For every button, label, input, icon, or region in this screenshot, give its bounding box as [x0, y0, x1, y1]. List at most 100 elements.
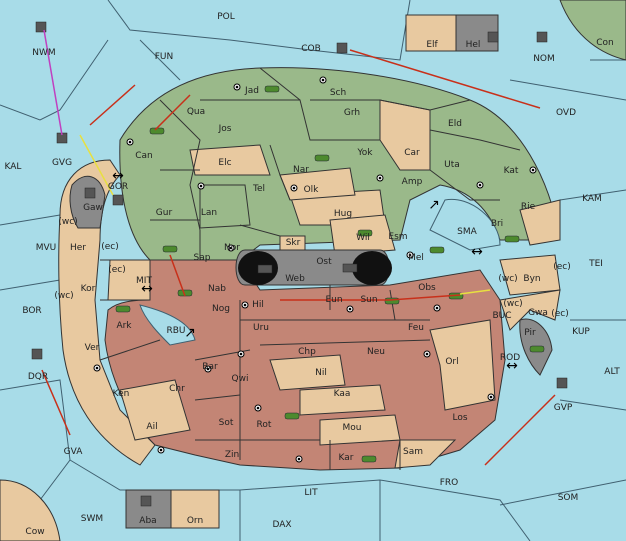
label-con: Con [596, 38, 614, 48]
label-aba: Aba [139, 516, 156, 526]
label-buc: BUC [492, 311, 511, 321]
label-skr: Skr [286, 238, 301, 248]
label-pol: POL [217, 12, 235, 22]
label-fun: FUN [155, 52, 174, 62]
fleet-icons [31, 21, 568, 507]
label-hug: Hug [334, 209, 352, 219]
label-zin: Zin [225, 450, 239, 460]
label-gur: Gur [156, 208, 173, 218]
label-gvp: GVP [554, 403, 573, 413]
svg-text:↔: ↔ [112, 168, 124, 184]
label-kaa: Kaa [334, 389, 351, 399]
label-lit: LIT [304, 488, 318, 498]
label-kal: KAL [5, 162, 22, 172]
svg-text:↗: ↗ [428, 197, 440, 213]
label-kar: Kar [339, 453, 354, 463]
label-tei: TEI [588, 259, 603, 269]
label-obs: Obs [418, 283, 436, 293]
territory-gwa[interactable] [499, 289, 561, 331]
label-gor: GOR [108, 182, 128, 192]
label-sot: Sot [219, 418, 234, 428]
territory-ail[interactable] [119, 379, 191, 441]
label-byn: Byn [523, 274, 540, 284]
svg-text:↗: ↗ [184, 325, 196, 341]
label-her: Her [70, 243, 86, 253]
supply-centers [93, 76, 537, 463]
label-elc: Elc [218, 158, 231, 168]
label-rbu: RBU [166, 326, 185, 336]
label-sam: Sam [403, 447, 423, 457]
label-sch: Sch [330, 88, 346, 98]
label-nog: Nog [212, 304, 230, 314]
territory-nil[interactable] [269, 354, 346, 391]
label-jos: Jos [218, 124, 232, 134]
territory-elc[interactable] [189, 144, 271, 176]
label-esm: Esm [388, 232, 407, 242]
label-ec2: (ec) [108, 265, 126, 275]
label-web: Web [285, 274, 305, 284]
label-ec1: (ec) [101, 242, 119, 252]
label-pir: Pir [524, 328, 536, 338]
label-swm: SWM [81, 514, 103, 524]
label-nar: Nar [293, 165, 309, 175]
label-gaw: Gaw [83, 203, 103, 213]
label-sma: SMA [457, 227, 477, 237]
label-bar: Bar [202, 362, 218, 372]
territory-orn[interactable] [170, 489, 220, 529]
label-wc1: (wc) [58, 217, 77, 227]
territory-labels: POL FUN COB NWM NOM Con Elf Hel OVD KAL … [5, 12, 621, 537]
label-chr: Chr [169, 384, 185, 394]
label-neu: Neu [367, 347, 385, 357]
territory-gaw[interactable] [69, 175, 106, 229]
label-uta: Uta [444, 160, 460, 170]
label-los: Los [452, 413, 467, 423]
label-rie: Rie [521, 202, 536, 212]
label-yok: Yok [356, 148, 373, 158]
territory-rie[interactable] [519, 199, 561, 246]
label-bor: BOR [22, 306, 41, 316]
label-ec3: (ec) [553, 262, 571, 272]
order-arrows [41, 29, 556, 466]
sea-sma[interactable] [429, 198, 501, 251]
label-can: Can [135, 151, 153, 161]
label-wc3: (wc) [498, 274, 517, 284]
label-wc2: (wc) [54, 291, 73, 301]
label-dax: DAX [272, 520, 291, 530]
label-qwi: Qwi [232, 374, 249, 384]
svg-text:↔: ↔ [506, 358, 518, 374]
label-car: Car [404, 148, 420, 158]
label-jad: Jad [244, 86, 259, 96]
label-mou: Mou [343, 423, 362, 433]
label-elf: Elf [426, 40, 438, 50]
label-som: SOM [558, 493, 579, 503]
label-fro: FRO [440, 478, 459, 488]
label-nor: Nor [224, 243, 240, 253]
label-rod: ROD [500, 353, 520, 363]
label-uru: Uru [253, 323, 269, 333]
label-tel: Tel [252, 184, 265, 194]
label-eun: Eun [325, 295, 342, 305]
label-gwa: Gwa [528, 308, 548, 318]
label-eld: Eld [448, 119, 462, 129]
passage-arrows: ↔ ↔ ↗ ↔ ↗ ↔ [112, 168, 518, 374]
territory-kaa[interactable] [299, 384, 386, 416]
label-ec4: (ec) [551, 309, 569, 319]
label-mel: Mel [408, 253, 424, 263]
territory-lan[interactable] [199, 184, 251, 229]
label-grh: Grh [344, 108, 360, 118]
label-chp: Chp [298, 347, 316, 357]
label-amp: Amp [402, 177, 423, 187]
internal-borders [99, 67, 521, 470]
label-cow: Cow [25, 527, 44, 537]
territory-orl[interactable] [429, 319, 496, 411]
label-mvu: MVU [36, 243, 57, 253]
label-rot: Rot [257, 420, 272, 430]
territory-sam[interactable] [394, 439, 457, 469]
sea-rbu[interactable] [139, 304, 196, 346]
label-nil: Nil [315, 368, 327, 378]
svg-text:↔: ↔ [471, 244, 483, 260]
label-alt: ALT [604, 367, 620, 377]
label-nwm: NWM [32, 48, 55, 58]
